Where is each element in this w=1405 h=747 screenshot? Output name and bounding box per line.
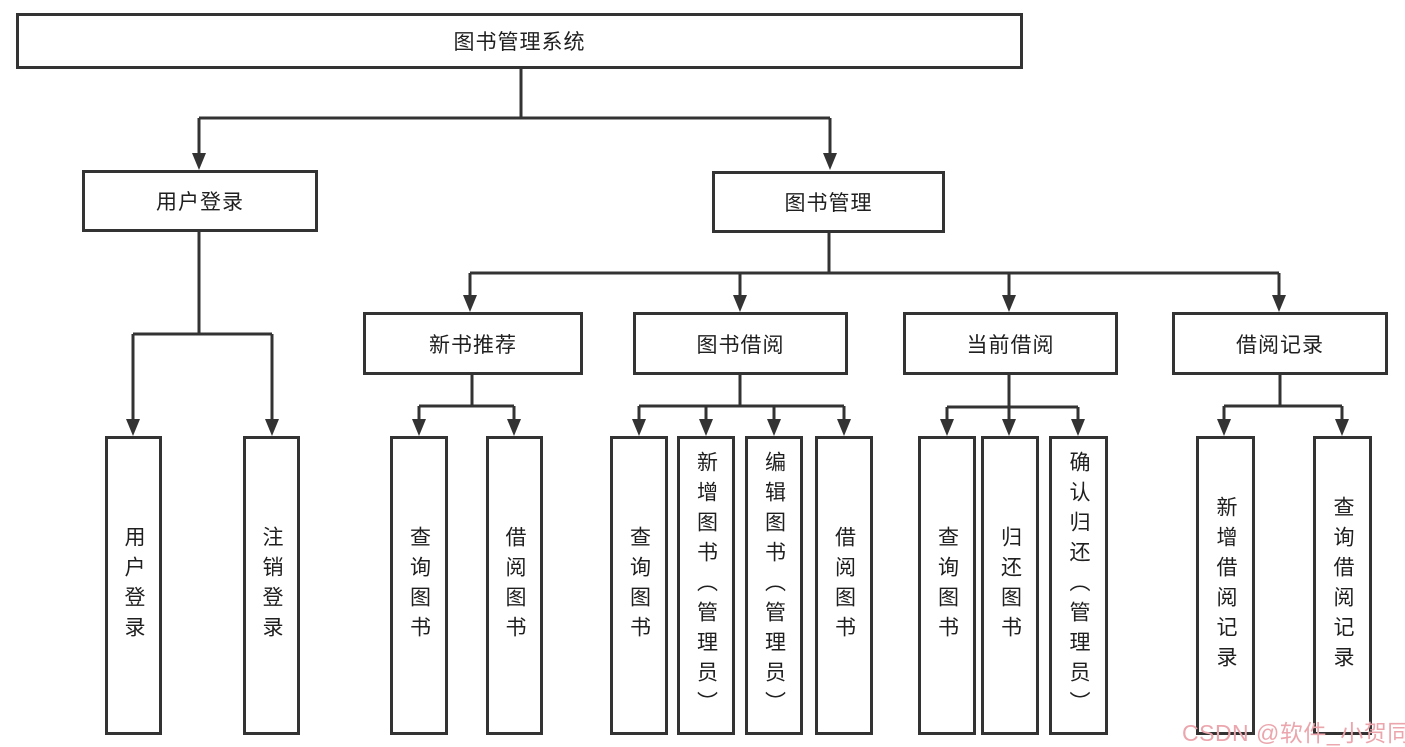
node-book-borrowing: 图书借阅 — [633, 312, 848, 375]
leaf-label: 新增借阅记录 — [1214, 495, 1237, 676]
leaf-borrow-book: 借阅图书 — [815, 436, 873, 735]
arrowhead-down-icon — [1217, 419, 1231, 436]
leaf-label: 查询图书 — [935, 525, 959, 646]
arrowhead-down-icon — [1002, 419, 1016, 436]
leaf-query-book-borrowing: 查询图书 — [610, 436, 668, 735]
arrowhead-down-icon — [733, 295, 747, 312]
connector-path — [637, 375, 846, 423]
arrowhead-down-icon — [1272, 295, 1286, 312]
connector-path — [945, 375, 1080, 423]
arrowhead-down-icon — [940, 419, 954, 436]
node-new-book-recommend: 新书推荐 — [363, 312, 583, 375]
leaf-confirm-return-admin: 确认归还（管理员） — [1049, 436, 1108, 735]
arrowhead-down-icon — [265, 419, 279, 436]
arrowhead-down-icon — [463, 295, 477, 312]
leaf-label: 查询图书 — [407, 525, 431, 646]
leaf-label: 编辑图书（管理员） — [762, 450, 786, 721]
leaf-logout: 注销登录 — [243, 436, 300, 735]
leaf-label: 借阅图书 — [503, 525, 526, 646]
leaf-label: 借阅图书 — [832, 525, 856, 646]
arrowhead-down-icon — [1335, 419, 1349, 436]
leaf-label: 新增图书（管理员） — [694, 450, 718, 721]
arrowhead-down-icon — [126, 419, 140, 436]
connector-path — [468, 233, 1281, 299]
leaf-query-book-current: 查询图书 — [918, 436, 976, 735]
leaf-label: 用户登录 — [122, 525, 145, 646]
arrowhead-down-icon — [1002, 295, 1016, 312]
node-user-login: 用户登录 — [82, 170, 318, 232]
arrowhead-down-icon — [767, 419, 781, 436]
connector-path — [1222, 375, 1344, 423]
connector-path — [197, 69, 832, 157]
arrowhead-down-icon — [699, 419, 713, 436]
leaf-return-book: 归还图书 — [981, 436, 1039, 735]
leaf-user-login: 用户登录 — [105, 436, 162, 735]
leaf-borrow-book-recommend: 借阅图书 — [486, 436, 543, 735]
arrowhead-down-icon — [837, 419, 851, 436]
arrowhead-down-icon — [412, 419, 426, 436]
connector-path — [417, 375, 516, 423]
leaf-query-book-recommend: 查询图书 — [390, 436, 448, 735]
leaf-label: 确认归还（管理员） — [1067, 450, 1090, 721]
leaf-label: 查询借阅记录 — [1331, 495, 1354, 676]
arrowhead-down-icon — [507, 419, 521, 436]
connector-path — [131, 232, 274, 423]
arrowhead-down-icon — [632, 419, 646, 436]
leaf-label: 注销登录 — [260, 525, 283, 646]
arrowhead-down-icon — [823, 153, 837, 170]
arrowhead-down-icon — [1071, 419, 1085, 436]
node-borrowing-records: 借阅记录 — [1172, 312, 1388, 375]
node-root-system: 图书管理系统 — [16, 13, 1023, 69]
arrowhead-down-icon — [192, 153, 206, 170]
leaf-add-book-admin: 新增图书（管理员） — [677, 436, 735, 735]
leaf-query-borrow-record: 查询借阅记录 — [1313, 436, 1372, 735]
node-current-borrowing: 当前借阅 — [903, 312, 1118, 375]
leaf-label: 查询图书 — [627, 525, 651, 646]
node-book-management: 图书管理 — [712, 171, 945, 233]
leaf-add-borrow-record: 新增借阅记录 — [1196, 436, 1255, 735]
leaf-label: 归还图书 — [998, 525, 1022, 646]
leaf-edit-book-admin: 编辑图书（管理员） — [745, 436, 803, 735]
